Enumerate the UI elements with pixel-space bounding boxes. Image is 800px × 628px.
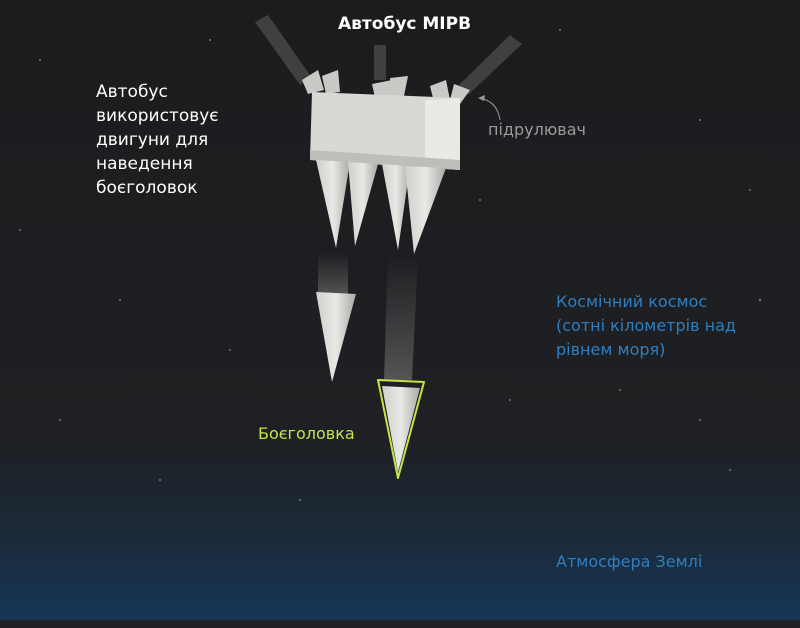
space-region-label: Космічний космос (сотні кілометрів над р…: [556, 292, 736, 359]
released-warhead: [316, 292, 356, 382]
bus-note: Автобус використовує двигуни для наведен…: [96, 82, 219, 198]
thruster-label: підрулювач: [488, 120, 586, 139]
diagram-title: Автобус MIPB: [338, 14, 472, 34]
atmosphere-label: Атмосфера Землі: [556, 552, 703, 571]
stars: [19, 29, 762, 501]
exhaust-trails: [255, 15, 522, 380]
highlighted-warhead: [377, 379, 425, 479]
warhead-label: Боєголовка: [258, 424, 355, 443]
thruster-pointer-arrow: [479, 97, 501, 121]
mirv-bus: [310, 92, 460, 170]
bottom-strip: [0, 620, 800, 628]
warheads-on-bus: [316, 160, 446, 254]
thruster-nozzles: [302, 70, 470, 104]
